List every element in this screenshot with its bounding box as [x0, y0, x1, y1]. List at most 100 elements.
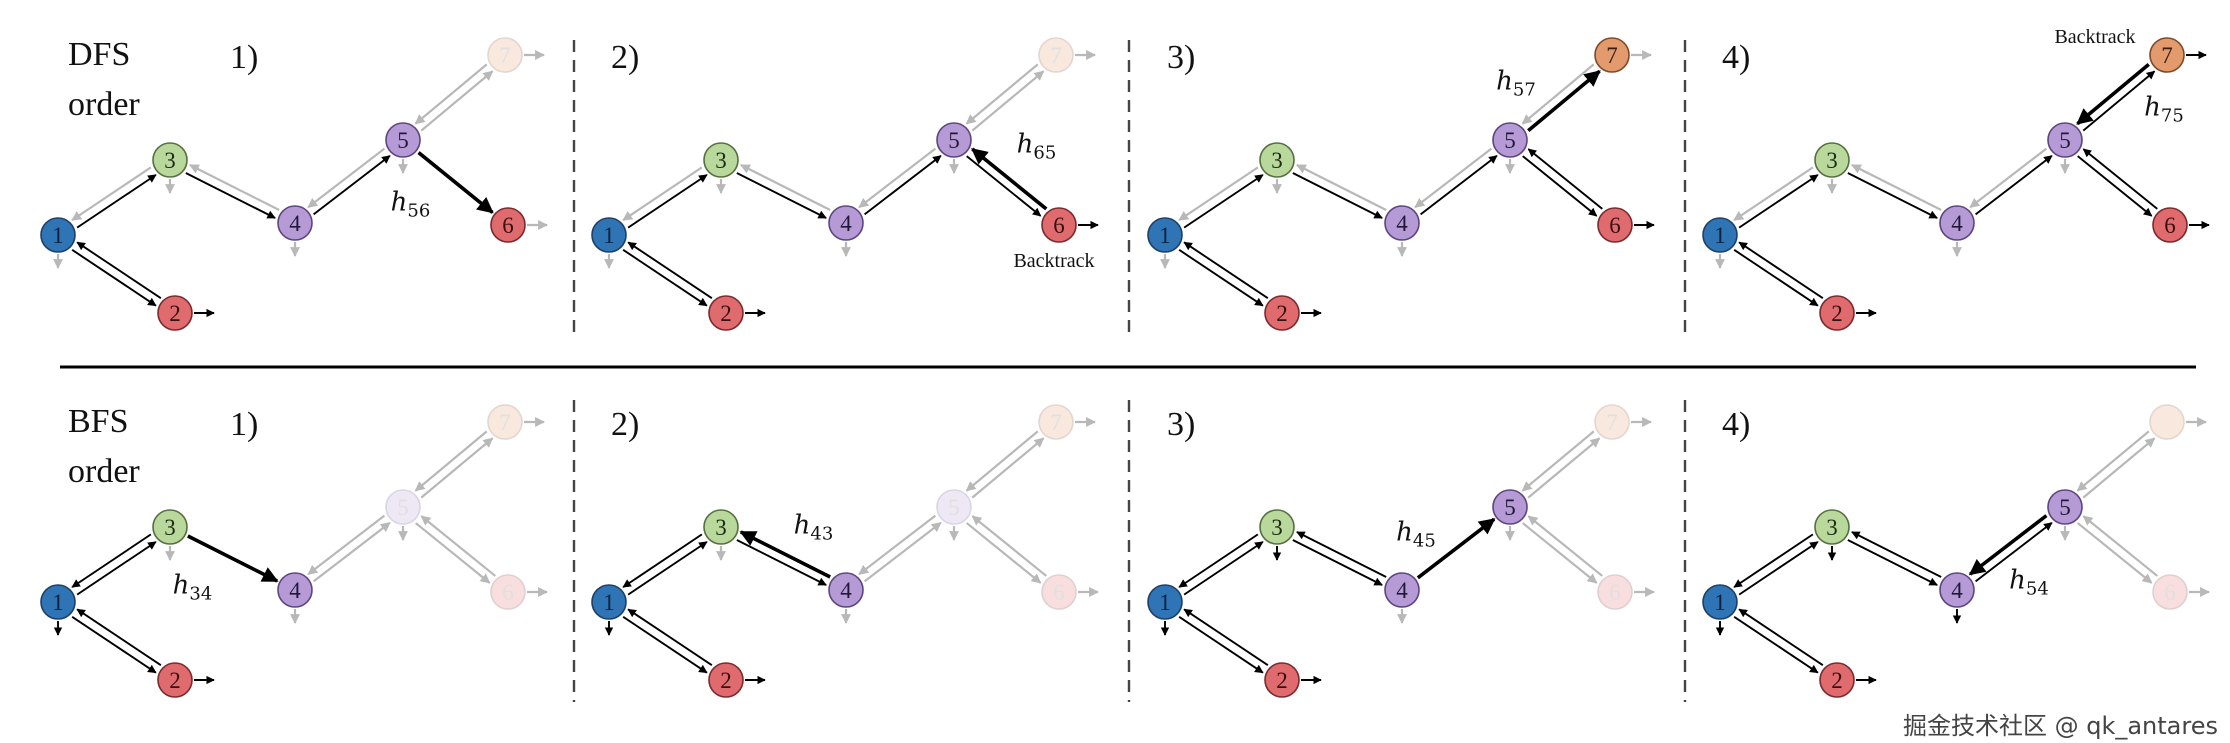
node-label: 5	[948, 128, 960, 153]
node-label: 5	[948, 495, 960, 520]
node-label: 2	[1831, 301, 1843, 326]
node-label: 1	[603, 590, 615, 615]
row-label: order	[68, 86, 140, 123]
graph-node: 1	[1702, 217, 1738, 253]
edge-arrow	[420, 515, 496, 577]
graph-node: 7	[1594, 37, 1630, 73]
node-label: 4	[1951, 578, 1963, 603]
node-label: 5	[2059, 128, 2071, 153]
node-label: 7	[499, 43, 511, 68]
node-circle	[1259, 509, 1295, 545]
edge-arrow	[622, 249, 708, 307]
edge-label: h43	[794, 511, 834, 545]
edge-arrow	[2082, 70, 2156, 132]
edge-arrow	[307, 147, 386, 209]
graph-node: 3	[1259, 509, 1295, 545]
edge-arrow	[1522, 522, 1598, 584]
node-circle	[1939, 205, 1975, 241]
graph-node: 1	[1147, 217, 1183, 253]
edge-arrow	[307, 514, 386, 576]
edge-arrow	[971, 70, 1045, 132]
graph-node: 5	[936, 122, 972, 158]
row-label: order	[68, 453, 140, 490]
graph-node: 4	[1939, 572, 1975, 608]
node-label: 4	[1396, 578, 1408, 603]
graph-node: 6	[1041, 574, 1077, 610]
edge-arrow	[312, 521, 391, 583]
node-label: 7	[499, 410, 511, 435]
edge-arrow	[76, 241, 162, 299]
edge-arrow	[1178, 166, 1259, 222]
edge-label: h57	[1496, 67, 1536, 101]
node-label: 4	[840, 578, 852, 603]
graph-node: 3	[1814, 509, 1850, 545]
edge-arrow	[1851, 164, 1942, 211]
node-circle	[487, 404, 523, 440]
node-label: 4	[289, 578, 301, 603]
node-circle	[1597, 207, 1633, 243]
node-circle	[591, 584, 627, 620]
node-circle	[490, 574, 526, 610]
edge-arrow	[414, 430, 488, 492]
row-label: DFS	[68, 36, 130, 73]
edge-arrow	[1183, 174, 1264, 229]
graph-node: 4	[1939, 205, 1975, 241]
edge-arrow	[863, 521, 942, 583]
node-label: 6	[2164, 580, 2176, 605]
edge-arrow	[1527, 69, 1601, 133]
node-label: 1	[603, 223, 615, 248]
graph-node: 3	[1259, 142, 1295, 178]
graph-node: 4	[828, 205, 864, 241]
edge-arrow	[971, 515, 1047, 577]
node-label: 1	[52, 590, 64, 615]
edge-arrow	[1851, 531, 1942, 578]
node-label: 4	[1396, 211, 1408, 236]
node-circle	[152, 142, 188, 178]
edge-label: h75	[2144, 93, 2184, 127]
edge-arrow	[965, 63, 1039, 125]
step-number: 1)	[230, 39, 258, 76]
node-circle	[1264, 662, 1300, 698]
node-circle	[1038, 37, 1074, 73]
node-label: 3	[715, 515, 727, 540]
edge-arrow	[740, 164, 831, 211]
edge-arrow	[2082, 515, 2158, 577]
graph-node: 4	[277, 572, 313, 608]
node-circle	[703, 509, 739, 545]
node-circle	[1264, 295, 1300, 331]
edge-arrow	[1738, 608, 1824, 666]
node-circle	[1594, 404, 1630, 440]
node-circle	[1259, 142, 1295, 178]
edge-arrow	[2076, 62, 2150, 126]
edge-arrow	[415, 522, 491, 584]
edge-arrow	[71, 166, 152, 222]
node-label: 2	[169, 301, 181, 326]
graph-node: 5	[1492, 122, 1528, 158]
edge-arrow	[76, 541, 157, 596]
step-number: 1)	[230, 406, 258, 443]
edge-arrow	[971, 437, 1045, 499]
edge-arrow	[189, 164, 280, 211]
node-label: 1	[52, 223, 64, 248]
node-circle	[40, 217, 76, 253]
graph-node: 6	[1041, 207, 1077, 243]
edge-arrow	[76, 174, 157, 229]
node-label: 2	[169, 668, 181, 693]
node-label: 5	[1504, 128, 1516, 153]
step-number: 2)	[611, 406, 639, 443]
edge-arrow	[420, 437, 494, 499]
edge-arrow	[1420, 155, 1498, 216]
node-label: 5	[1504, 495, 1516, 520]
graph-node: 7	[1038, 404, 1074, 440]
edge-arrow	[627, 241, 713, 299]
node-label: 7	[1606, 410, 1618, 435]
graph-node: 1	[1702, 584, 1738, 620]
graph-node: 6	[1597, 207, 1633, 243]
graph-node: 4	[277, 205, 313, 241]
edge-arrow	[627, 541, 708, 596]
